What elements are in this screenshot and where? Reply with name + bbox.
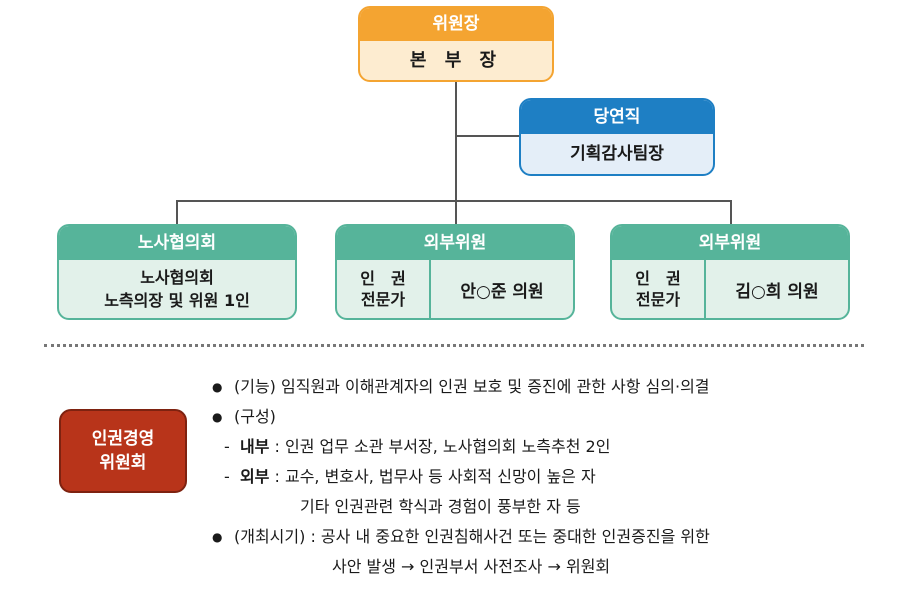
external-member-name-2: 김○희 의원	[735, 281, 819, 302]
desc-schedule: ●(개최시기) : 공사 내 중요한 인권침해사건 또는 중대한 인권증진을 위…	[212, 522, 892, 552]
desc-external: - 외부 : 교수, 변호사, 법무사 등 사회적 신망이 높은 자	[224, 467, 596, 486]
labor-council-body: 노사협의회 노측의장 및 위원 1인	[59, 260, 295, 318]
dash-icon: -	[224, 467, 230, 486]
connector-external2	[730, 200, 732, 224]
dash-icon: -	[224, 437, 230, 456]
labor-council-line1: 노사협의회	[140, 268, 214, 287]
labor-council-box: 노사협의회 노사협의회 노측의장 및 위원 1인	[57, 224, 297, 320]
committee-line2: 위원회	[99, 453, 147, 473]
external-member-header-1: 외부위원	[337, 226, 573, 260]
external-member-label-1: 인 권 전문가	[337, 260, 431, 318]
committee-line1: 인권경영	[91, 429, 155, 449]
ex-officio-body: 기획감사팀장	[570, 144, 664, 164]
chairman-box: 위원장 본 부 장	[358, 6, 554, 82]
external-member-name-1: 안○준 의원	[460, 281, 544, 302]
dotted-divider	[44, 344, 864, 347]
labor-council-header: 노사협의회	[59, 226, 295, 260]
desc-function: ●(기능) 임직원과 이해관계자의 인권 보호 및 증진에 관한 사항 심의·의…	[212, 372, 892, 402]
desc-internal: - 내부 : 인권 업무 소관 부서장, 노사협의회 노측추천 2인	[224, 437, 611, 456]
external-member-box-1: 외부위원 인 권 전문가 안○준 의원	[335, 224, 575, 320]
desc-external-2: 기타 인권관련 학식과 경험이 풍부한 자 등	[300, 497, 581, 516]
connector-external1	[455, 200, 457, 224]
chairman-header: 위원장	[360, 8, 552, 41]
ex-officio-header: 당연직	[521, 100, 713, 134]
human-rights-committee-box: 인권경영 위원회	[59, 409, 187, 493]
labor-council-line2: 노측의장 및 위원 1인	[104, 291, 250, 310]
ex-officio-box: 당연직 기획감사팀장	[519, 98, 715, 176]
bullet-icon: ●	[212, 530, 223, 544]
chairman-body: 본 부 장	[409, 50, 503, 71]
bullet-icon: ●	[212, 380, 223, 394]
connector-chair-vertical	[455, 82, 457, 201]
external-member-header-2: 외부위원	[612, 226, 848, 260]
connector-horizontal	[176, 200, 732, 202]
desc-composition: ●(구성)	[212, 402, 892, 432]
desc-schedule-2: 사안 발생 → 인권부서 사전조사 → 위원회	[332, 557, 611, 576]
bullet-icon: ●	[212, 410, 223, 424]
committee-description: ●(기능) 임직원과 이해관계자의 인권 보호 및 증진에 관한 사항 심의·의…	[212, 372, 892, 582]
connector-exofficio	[456, 135, 519, 137]
external-member-box-2: 외부위원 인 권 전문가 김○희 의원	[610, 224, 850, 320]
connector-labor	[176, 200, 178, 224]
external-member-label-2: 인 권 전문가	[612, 260, 706, 318]
